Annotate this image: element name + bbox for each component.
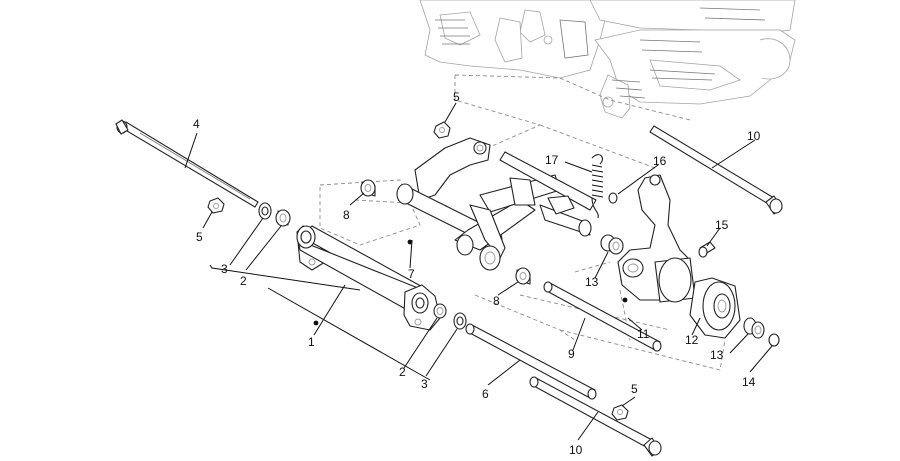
callout-3-center: 3 xyxy=(421,377,428,391)
callout-8-lower: 8 xyxy=(493,294,500,308)
callout-16: 16 xyxy=(653,154,667,168)
part-5-nut-top xyxy=(433,121,451,139)
part-3-washer-center xyxy=(453,312,467,330)
part-10-bolt-lower xyxy=(529,376,662,457)
part-7-linkage xyxy=(396,137,597,271)
callout-5-top: 5 xyxy=(453,90,460,104)
part-3-washer-left xyxy=(258,202,272,220)
part-8-bushing-upper xyxy=(360,179,376,197)
part-15-bolt xyxy=(698,241,716,258)
part-4-long-bolt xyxy=(115,119,259,208)
callout-7: 7 xyxy=(408,267,415,281)
callout-6: 6 xyxy=(482,387,489,401)
callout-4: 4 xyxy=(193,117,200,131)
part-1-swing-arm xyxy=(296,225,441,331)
part-5-nut-bottom xyxy=(611,404,629,421)
callout-13-left: 13 xyxy=(585,275,599,289)
leader-lines xyxy=(184,102,773,441)
part-13-bushing-left xyxy=(600,234,624,255)
callout-8-upper: 8 xyxy=(343,208,350,222)
part-16-small-screw xyxy=(608,192,618,204)
callout-labels: 4 5 3 2 1 2 3 5 8 7 8 17 16 15 10 13 11 … xyxy=(193,90,761,457)
part-2-bushing-left xyxy=(275,209,291,227)
callout-14: 14 xyxy=(742,375,756,389)
part-13-bushing-right xyxy=(743,317,765,339)
callout-11: 11 xyxy=(637,327,650,341)
callout-3-left: 3 xyxy=(221,262,228,276)
part-5-nut-left xyxy=(207,197,225,214)
part-9-pin xyxy=(543,281,662,352)
callout-17: 17 xyxy=(545,153,559,167)
part-10-bolt-upper xyxy=(649,125,783,215)
part-14-circlip xyxy=(768,333,780,347)
part-8-bushing-lower xyxy=(515,267,531,285)
reference-dots xyxy=(313,239,628,326)
part-12-bracket-silentblock xyxy=(617,174,741,339)
engine-block xyxy=(419,0,796,119)
part-2-bushing-center xyxy=(433,303,447,319)
callout-15: 15 xyxy=(715,218,729,232)
callout-13-right: 13 xyxy=(710,348,724,362)
callout-12: 12 xyxy=(685,333,699,347)
callout-10-upper: 10 xyxy=(747,129,761,143)
callout-2-center: 2 xyxy=(399,365,406,379)
callout-2-left: 2 xyxy=(240,274,247,288)
callout-5-left: 5 xyxy=(196,230,203,244)
callout-5-bottom: 5 xyxy=(631,382,638,396)
callout-9: 9 xyxy=(568,347,575,361)
callout-10-lower: 10 xyxy=(569,443,583,457)
part-6-pin xyxy=(465,323,597,400)
callout-1: 1 xyxy=(308,335,315,349)
part-17-spring xyxy=(591,154,604,219)
